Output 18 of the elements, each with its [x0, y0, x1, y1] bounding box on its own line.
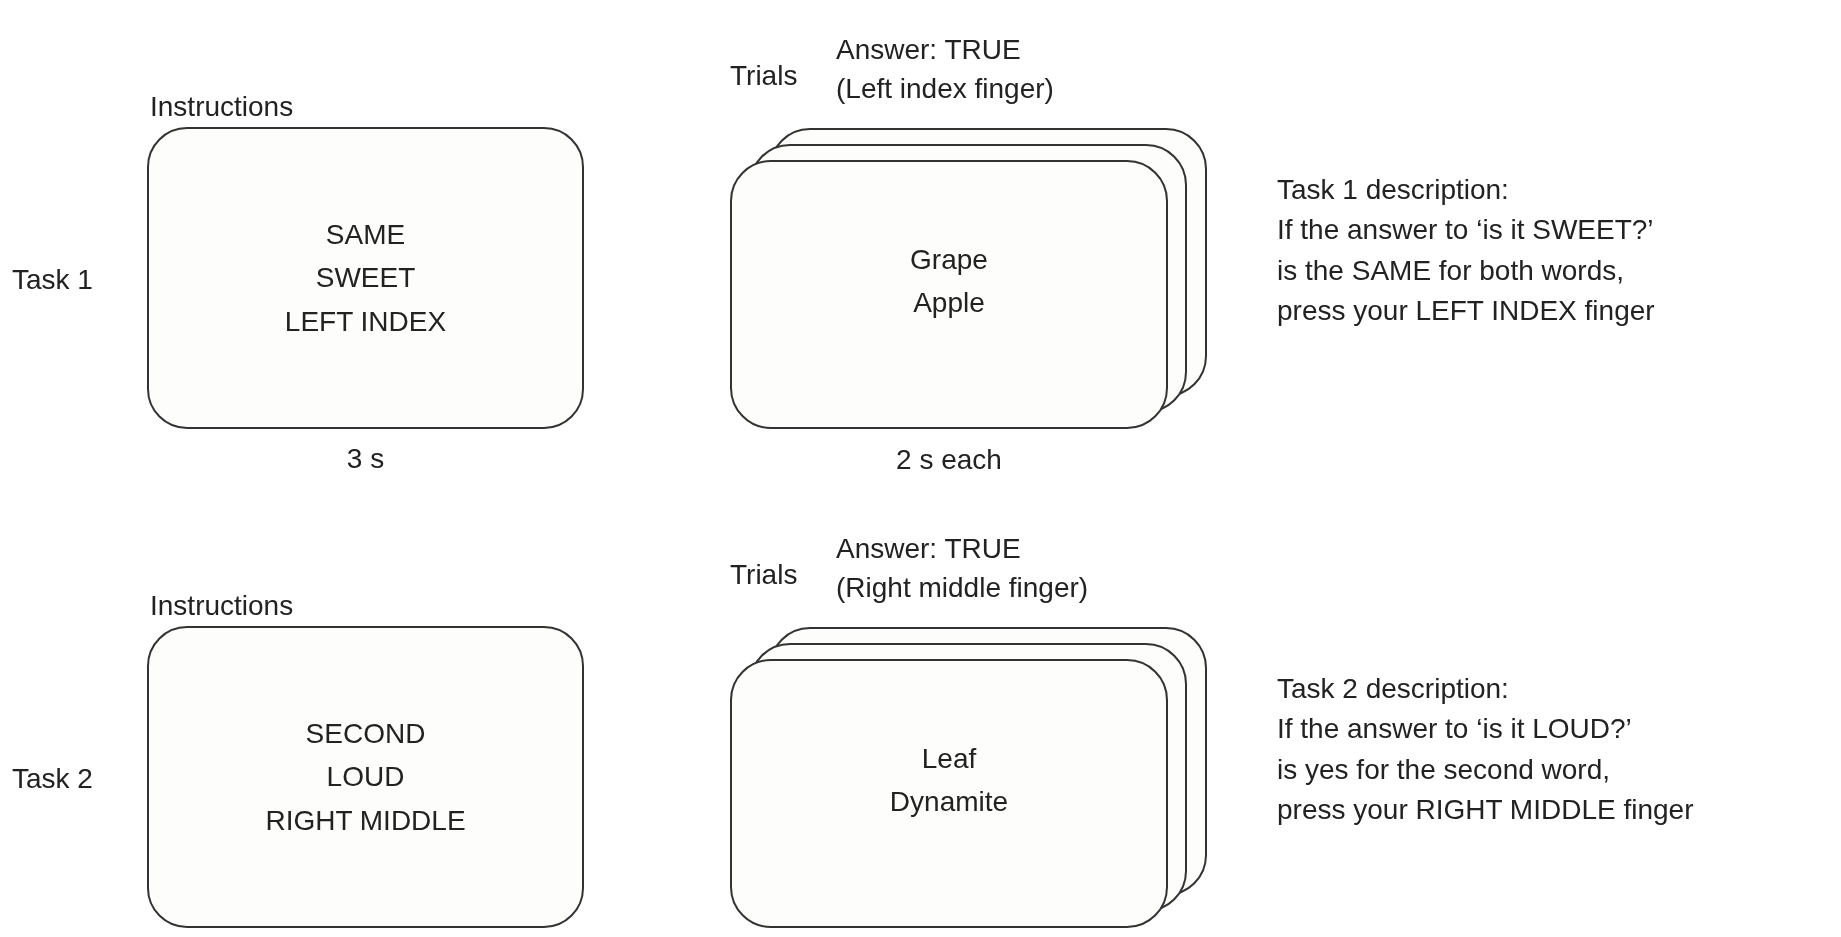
stimulus-text: Grape Apple	[909, 243, 989, 321]
task-label: Task 2	[12, 762, 93, 796]
duration-label: 2 s each	[895, 443, 1003, 477]
description-text: If the answer to ‘is it LOUD?’ is yes for the second word, press your RIGHT MIDDLE finger	[1277, 712, 1694, 828]
description-heading: Task 2 description:	[1277, 672, 1509, 706]
description-text: If the answer to ‘is it SWEET?’ is the SAME for both words, press your LEFT INDEX finger	[1277, 213, 1655, 329]
stimulus-text: Leaf Dynamite	[888, 742, 1010, 820]
heading-text: Instructions	[150, 589, 294, 623]
duration-label: 3 s	[345, 442, 386, 476]
heading-text: Instructions	[150, 90, 294, 124]
description-heading: Task 1 description:	[1277, 173, 1509, 207]
instruction-text: SAME SWEET LEFT INDEX	[284, 217, 447, 339]
instruction-text: SECOND LOUD RIGHT MIDDLE	[265, 716, 466, 838]
task-label: Task 1	[12, 263, 93, 297]
answer-text: Answer: TRUE (Left index finger)	[836, 33, 1054, 107]
answer-text: Answer: TRUE (Right middle finger)	[836, 532, 1089, 606]
heading-text: Trials	[730, 59, 798, 93]
heading-text: Trials	[730, 558, 798, 592]
